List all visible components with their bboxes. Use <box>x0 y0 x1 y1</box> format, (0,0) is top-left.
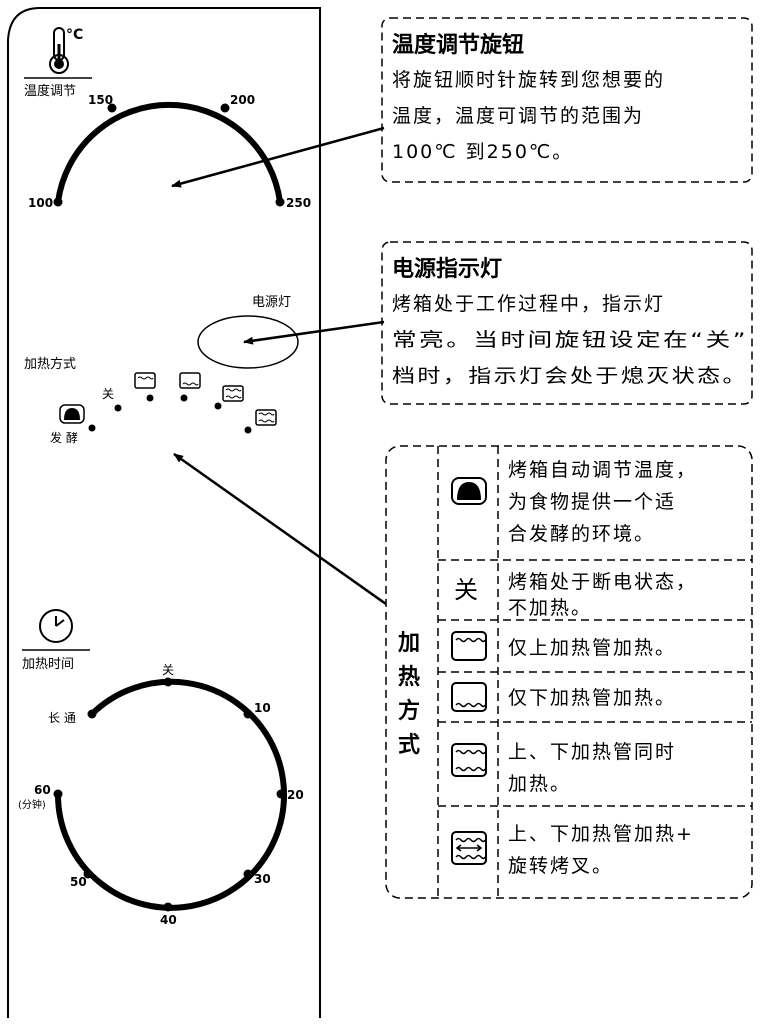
timer-mark-40 <box>163 902 173 912</box>
off-glyph: 关 <box>454 576 478 604</box>
temperature-callout-box <box>381 17 753 183</box>
top-heater-small-icon <box>134 372 156 389</box>
temp-mark-250 <box>275 197 285 207</box>
heat-row-2-line-1: 烤箱处于断电状态， <box>508 571 697 593</box>
power-light-callout-line-2: 常亮。当时间旋钮设定在“关” <box>392 329 748 351</box>
power-light-pointer-arrow <box>243 320 385 345</box>
heat-mode-off-label: 关 <box>102 387 114 401</box>
heat-mode-dot-bottom <box>180 394 188 402</box>
heat-row-2-line-2: 不加热。 <box>508 597 592 619</box>
timer-tick-50: 50 <box>70 875 87 889</box>
heat-row-5-line-2: 加热。 <box>508 773 571 795</box>
top-bottom-heater-icon <box>451 743 487 777</box>
power-indicator-light <box>197 315 299 369</box>
temp-mark-100 <box>53 197 63 207</box>
heat-mode-dot-top <box>146 394 154 402</box>
rotisserie-small-icon <box>255 409 277 426</box>
timer-tick-off: 关 <box>162 663 174 677</box>
heat-table-side-char-2: 热 <box>398 664 420 690</box>
temperature-dial-arc <box>55 102 283 203</box>
heat-row-1-line-1: 烤箱自动调节温度， <box>508 459 697 481</box>
timer-tick-60: 60 <box>34 783 51 797</box>
ferment-dome-icon <box>59 404 85 424</box>
temperature-callout-line-3: 100℃ 到250℃。 <box>392 141 573 163</box>
temp-unit-symbol: °C <box>66 27 83 43</box>
temp-tick-100: 100 <box>28 196 53 210</box>
timer-mark-20 <box>276 789 286 799</box>
heat-mode-dot-top-bottom <box>214 402 222 410</box>
temp-tick-250: 250 <box>286 196 311 210</box>
temp-mark-200 <box>220 103 230 113</box>
heat-mode-ferment-label: 发 酵 <box>50 430 78 445</box>
heat-mode-table <box>385 445 753 899</box>
timer-tick-60-unit: (分钟) <box>18 798 46 811</box>
control-panel-outline <box>7 7 321 1018</box>
temperature-callout-line-1: 将旋钮顺时针旋转到您想要的 <box>392 69 665 91</box>
heat-mode-pointer-arrow <box>173 452 387 606</box>
dome-icon <box>451 477 487 505</box>
temp-tick-200: 200 <box>230 93 255 107</box>
heat-table-side-char-1: 加 <box>397 631 420 656</box>
heat-table-side-char-3: 方 <box>398 698 420 724</box>
heat-row-3-line-1: 仅上加热管加热。 <box>508 637 676 659</box>
power-light-label: 电源灯 <box>252 295 291 310</box>
timer-mark-always-on <box>87 709 97 719</box>
heat-mode-dot-off <box>114 404 122 412</box>
timer-tick-10: 10 <box>254 701 271 715</box>
heat-mode-label: 加热方式 <box>24 356 76 372</box>
timer-dial-arc <box>54 678 287 911</box>
power-light-callout-title: 电源指示灯 <box>392 257 502 282</box>
top-bottom-heater-small-icon <box>222 385 244 402</box>
timer-mark-off <box>163 677 173 687</box>
top-heater-icon <box>451 631 487 661</box>
timer-mark-30 <box>243 869 253 879</box>
timer-tick-30: 30 <box>254 872 271 886</box>
timer-tick-20: 20 <box>287 788 304 802</box>
timer-tick-always-on: 长 通 <box>48 711 76 725</box>
heat-row-1-line-3: 合发酵的环境。 <box>508 523 655 545</box>
power-light-callout-line-1: 烤箱处于工作过程中，指示灯 <box>392 293 665 315</box>
heat-row-1-line-2: 为食物提供一个适 <box>508 491 676 513</box>
heat-mode-dot-ferment <box>88 424 96 432</box>
temp-tick-150: 150 <box>88 93 113 107</box>
timer-mark-50 <box>83 869 93 879</box>
thermometer-icon <box>49 27 69 74</box>
temp-mark-150 <box>107 103 117 113</box>
clock-icon <box>39 609 73 643</box>
timer-tick-40: 40 <box>160 913 177 927</box>
heat-row-5-line-1: 上、下加热管同时 <box>508 741 676 763</box>
bottom-heater-icon <box>451 682 487 712</box>
power-light-callout-line-3: 档时，指示灯会处于熄灭状态。 <box>392 365 748 387</box>
temp-label: 温度调节 <box>24 83 76 99</box>
temperature-callout-line-2: 温度，温度可调节的范围为 <box>392 105 644 127</box>
temperature-pointer-arrow <box>171 126 385 188</box>
heat-row-6-line-2: 旋转烤叉。 <box>508 855 613 877</box>
heat-row-4-line-1: 仅下加热管加热。 <box>508 687 676 709</box>
temperature-callout-title: 温度调节旋钮 <box>392 32 524 58</box>
bottom-heater-small-icon <box>179 372 201 389</box>
timer-mark-10 <box>243 709 253 719</box>
timer-mark-60 <box>53 789 63 799</box>
time-label: 加热时间 <box>22 657 74 672</box>
heat-row-6-line-1: 上、下加热管加热+ <box>508 823 694 845</box>
heat-table-side-char-4: 式 <box>398 733 420 758</box>
rotisserie-icon <box>451 831 487 865</box>
heat-mode-dot-rotisserie <box>244 426 252 434</box>
